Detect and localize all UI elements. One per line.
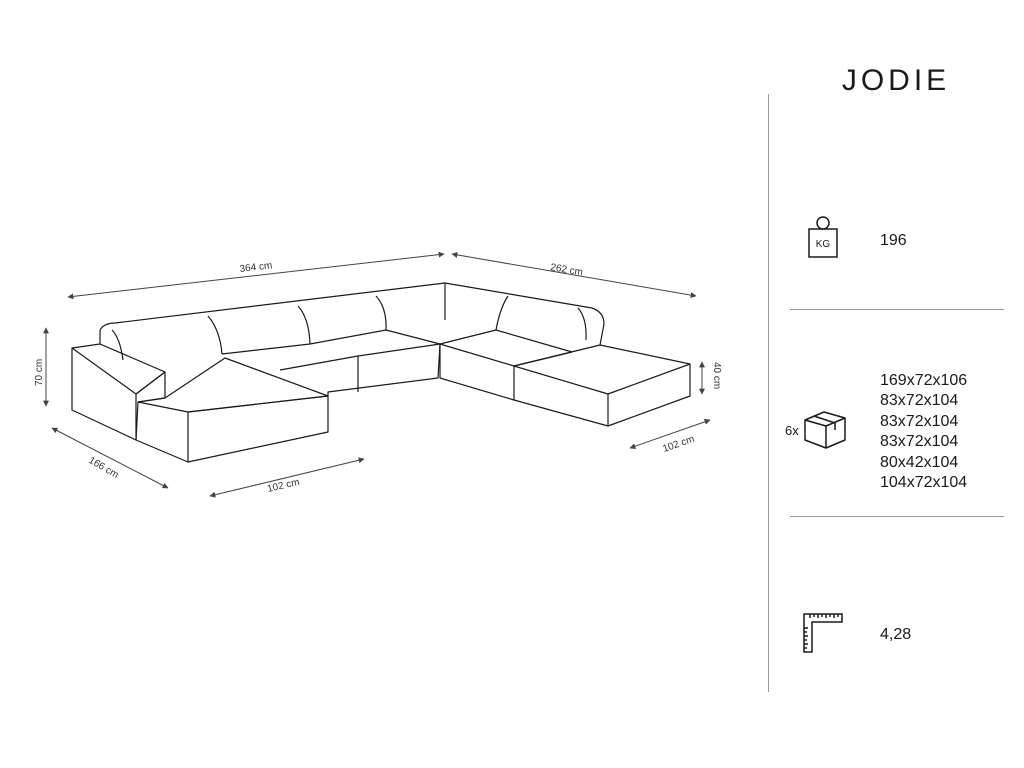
weight-value: 196 bbox=[880, 232, 907, 249]
package-dimensions-list: 169x72x106 83x72x104 83x72x104 83x72x104… bbox=[880, 371, 967, 493]
dim-line-left-depth bbox=[51, 427, 169, 489]
label-total-width: 364 cm bbox=[239, 260, 273, 275]
dim-line-left-seat-depth bbox=[209, 457, 365, 498]
package-count: 6x bbox=[785, 423, 799, 438]
dimension-lines bbox=[43, 251, 711, 498]
package-box-icon bbox=[802, 408, 848, 452]
weight-icon-text: KG bbox=[816, 239, 831, 250]
package-box-4: 83x72x104 bbox=[880, 433, 959, 451]
ruler-square-icon bbox=[802, 612, 844, 654]
weight-kg-icon: KG bbox=[806, 214, 840, 260]
divider-1 bbox=[790, 309, 1004, 310]
panel-divider bbox=[768, 94, 769, 692]
label-left-depth: 166 cm bbox=[87, 455, 121, 481]
package-box-2: 83x72x104 bbox=[880, 392, 959, 410]
label-right-width: 262 cm bbox=[550, 262, 584, 278]
label-seat-height: 40 cm bbox=[711, 362, 722, 389]
dimension-labels: 364 cm 262 cm 70 cm 40 cm 166 cm 102 cm … bbox=[34, 260, 722, 495]
dim-line-right-width bbox=[451, 251, 697, 299]
dim-line-right-seat-depth bbox=[629, 418, 711, 450]
package-box-3: 83x72x104 bbox=[880, 412, 959, 430]
volume-value: 4,28 bbox=[880, 626, 912, 643]
sofa-dimension-drawing: 364 cm 262 cm 70 cm 40 cm 166 cm 102 cm … bbox=[34, 251, 722, 498]
label-height: 70 cm bbox=[34, 359, 45, 386]
package-box-1: 169x72x106 bbox=[880, 372, 968, 389]
divider-2 bbox=[790, 516, 1004, 517]
product-title: JODIE bbox=[841, 64, 951, 97]
package-box-6: 104x72x104 bbox=[880, 474, 968, 492]
label-right-seat-depth: 102 cm bbox=[661, 434, 696, 455]
sofa-outline bbox=[71, 282, 691, 463]
dim-line-total-width bbox=[67, 251, 445, 300]
package-box-5: 80x42x104 bbox=[880, 453, 959, 471]
label-left-seat-depth: 102 cm bbox=[266, 477, 300, 495]
